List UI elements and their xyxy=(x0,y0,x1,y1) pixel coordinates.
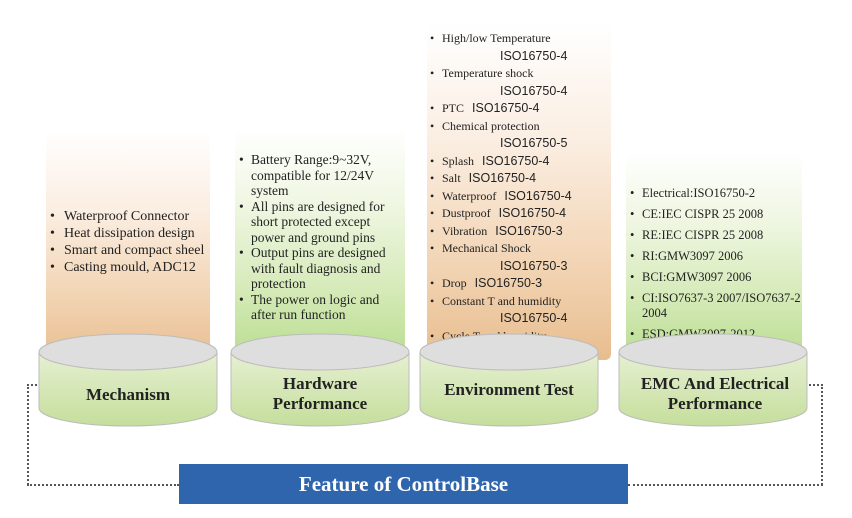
test-standard: ISO16750-4 xyxy=(500,311,568,325)
list-item: •Casting mould, ADC12 xyxy=(50,260,196,275)
connector-right-bottom xyxy=(628,484,823,486)
test-standard: ISO16750-3 xyxy=(474,276,543,290)
test-name: Constant T and humidity xyxy=(442,293,562,308)
mechanism-base xyxy=(38,333,218,427)
test-standard: ISO16750-3 xyxy=(500,258,568,273)
list-item: •The power on logic and after run functi… xyxy=(239,291,380,323)
connector-right-side xyxy=(821,384,823,485)
hardware-title: Hardware Performance xyxy=(272,374,368,413)
list-item: •RI:GMW3097 2006 xyxy=(630,249,744,263)
list-item: •Smart and compact sheel xyxy=(50,243,205,258)
list-item: •RE:IEC CISPR 25 2008 xyxy=(630,228,764,242)
test-name: Chemical protection xyxy=(442,118,540,133)
test-name: Vibration xyxy=(442,223,488,238)
list-item: •Output pins are designed with fault dia… xyxy=(239,245,386,291)
test-name: PTC xyxy=(442,101,465,115)
test-name: Salt xyxy=(442,171,461,185)
test-standard: ISO16750-4 xyxy=(500,48,568,63)
hardware-list: •Battery Range:9~32V, compatible for 12/… xyxy=(239,152,405,323)
connector-left-top xyxy=(27,384,41,386)
mechanism-card: •Waterproof Connector •Heat dissipation … xyxy=(46,130,210,360)
test-standard: ISO16750-4 xyxy=(468,171,537,185)
list-item: •BCI:GMW3097 2006 xyxy=(630,270,752,284)
list-item: •All pins are designed for short protect… xyxy=(239,198,385,245)
test-standard: ISO16750-4 xyxy=(504,188,572,203)
test-name: Drop xyxy=(442,276,467,290)
test-standard: ISO16750-3 xyxy=(495,223,563,238)
test-name: Mechanical Shock xyxy=(442,241,531,255)
list-item: •Waterproof Connector xyxy=(50,209,190,224)
hardware-card: •Battery Range:9~32V, compatible for 12/… xyxy=(235,128,405,360)
list-item: •Battery Range:9~32V, compatible for 12/… xyxy=(239,152,374,198)
feature-banner: Feature of ControlBase xyxy=(179,464,628,504)
list-item: •CI:ISO7637-3 2007/ISO7637-2 2004 xyxy=(630,291,801,320)
emc-card: •Electrical:ISO16750-2 •CE:IEC CISPR 25 … xyxy=(626,152,802,360)
test-standard: ISO16750-4 xyxy=(472,101,540,115)
mechanism-list: •Waterproof Connector •Heat dissipation … xyxy=(50,208,206,276)
test-standard: ISO16750-4 xyxy=(500,83,568,98)
test-name: Temperature shock xyxy=(442,66,534,80)
connector-left-bottom xyxy=(27,484,179,486)
connector-left-side xyxy=(27,384,29,485)
mechanism-title: Mechanism xyxy=(85,385,171,404)
connector-right-top xyxy=(809,384,823,386)
test-standard: ISO16750-4 xyxy=(498,206,567,220)
list-item: •Heat dissipation design xyxy=(50,226,195,241)
emc-base xyxy=(618,333,808,427)
test-standard: ISO16750-5 xyxy=(500,136,568,150)
test-name: Splash xyxy=(442,153,475,168)
list-item: •CE:IEC CISPR 25 2008 xyxy=(630,207,764,221)
hardware-base xyxy=(230,333,410,427)
test-name: Dustproof xyxy=(442,206,491,220)
environment-title: Environment Test xyxy=(444,380,574,399)
test-name: Waterproof xyxy=(442,188,497,203)
environment-base xyxy=(419,333,599,427)
test-name: High/low Temperature xyxy=(442,31,551,45)
test-standard: ISO16750-4 xyxy=(482,153,550,168)
list-item: •Electrical:ISO16750-2 xyxy=(630,186,756,200)
emc-title: EMC And Electrical Performance xyxy=(640,374,790,413)
emc-list: •Electrical:ISO16750-2 •CE:IEC CISPR 25 … xyxy=(630,186,802,348)
